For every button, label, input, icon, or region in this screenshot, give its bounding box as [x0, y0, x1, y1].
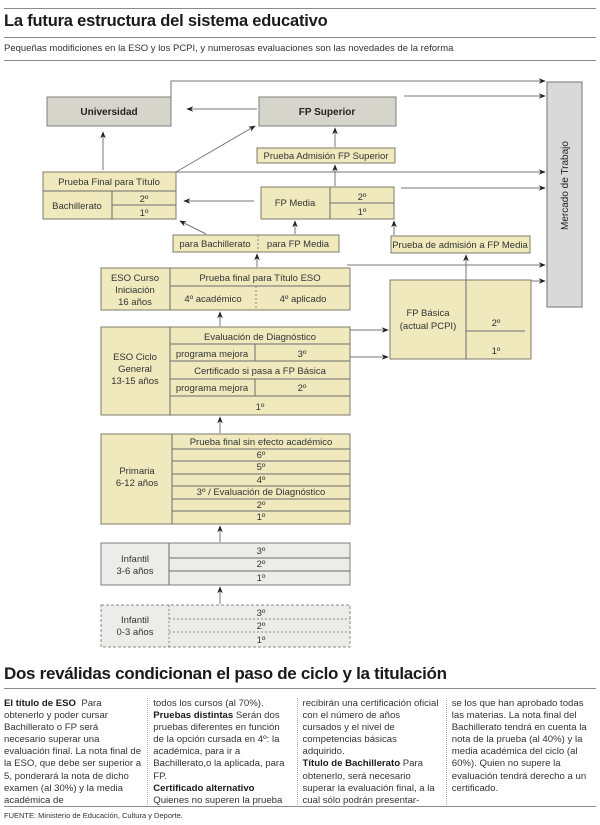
infantil-3-6-label-2: 3-6 años: [117, 566, 154, 577]
eso-programa-mejora-3: programa mejora: [176, 349, 249, 360]
primaria-level-5: 5º: [257, 462, 266, 473]
infantil-3-6-box: Infantil 3-6 años 3º 2º 1º: [100, 542, 351, 586]
eso-programa-mejora-2: programa mejora: [176, 383, 249, 394]
article-columns: El título de ESO Para obtenerlo y poder …: [4, 698, 596, 807]
primaria-level-3-evaluacion: 3º / Evaluación de Diagnóstico: [197, 487, 326, 498]
article-column-2: todos los cursos (al 70%). Pruebas disti…: [153, 698, 298, 807]
infantil-3-6-level-3: 3º: [257, 546, 266, 557]
para-fp-media-label: para FP Media: [267, 239, 330, 250]
connector-arrows: [100, 78, 546, 604]
headline-rule: [4, 688, 596, 689]
fp-superior-box: FP Superior: [258, 96, 397, 127]
lead-pruebas-distintas: Pruebas distintas: [153, 710, 234, 722]
universidad-label: Universidad: [80, 107, 137, 118]
mercado-trabajo-box: Mercado de Trabajo: [546, 81, 583, 308]
primaria-level-2: 2º: [257, 500, 266, 511]
fp-media-label: FP Media: [275, 198, 316, 209]
bachillerato-header: Prueba Final para Título: [58, 177, 160, 188]
eso-certificado-fp-basica: Certificado si pasa a FP Básica: [194, 366, 327, 377]
fp-media-level-2: 2º: [358, 192, 367, 203]
article-column-4: se los que han aprobado todas las materi…: [452, 698, 596, 807]
para-bachillerato-label: para Bachillerato: [179, 239, 250, 250]
infantil-3-6-label-1: Infantil: [121, 554, 149, 565]
infantil-0-3-level-1: 1º: [257, 635, 266, 646]
arrow-bachillerato-fpsuperior: [175, 125, 256, 173]
bachillerato-box: Prueba Final para Título Bachillerato 2º…: [42, 171, 177, 220]
primaria-label-2: 6-12 años: [116, 478, 159, 489]
col4-text: se los que han aprobado todas las materi…: [451, 698, 587, 794]
col2-text1: todos los cursos (al 70%).: [153, 698, 264, 709]
primaria-prueba-final: Prueba final sin efecto académico: [190, 437, 333, 448]
primaria-level-1: 1º: [257, 512, 266, 523]
page-title: La futura estructura del sistema educati…: [4, 12, 328, 30]
prueba-admision-fp-media-box: Prueba de admisión a FP Media: [390, 235, 531, 254]
infantil-0-3-level-3: 3º: [257, 608, 266, 619]
infantil-3-6-level-1: 1º: [257, 573, 266, 584]
lead-titulo-bachillerato: Título de Bachillerato: [302, 758, 401, 770]
universidad-box: Universidad: [46, 96, 172, 127]
eso-evaluacion-diagnostico: Evaluación de Diagnóstico: [204, 332, 316, 343]
fp-basica-label-1: FP Básica: [406, 308, 450, 319]
bachillerato-level-1: 1º: [140, 208, 149, 219]
lead-titulo-eso: El título de ESO: [4, 698, 76, 709]
eso-level-2: 2º: [298, 383, 307, 394]
eso-general-label-3: 13-15 años: [111, 376, 159, 387]
article-headline: Dos reválidas condicionan el paso de cic…: [4, 664, 447, 683]
infantil-0-3-label-2: 0-3 años: [117, 627, 154, 638]
eso-general-label-1: ESO Ciclo: [113, 352, 157, 363]
prueba-admision-fp-superior-box: Prueba Admisión FP Superior: [256, 147, 396, 164]
mercado-trabajo-label: Mercado de Trabajo: [560, 141, 571, 230]
col2-text3: Quienes no superen la prueba: [153, 794, 283, 806]
col1-text: Para obtenerlo y poder cursar Bachillera…: [4, 698, 142, 806]
education-structure-diagram: Mercado de Trabajo Universidad FP Superi…: [42, 78, 583, 648]
primaria-box: Primaria 6-12 años Prueba final sin efec…: [100, 433, 351, 525]
col3-text1: recibirán una certificación oficial con …: [302, 698, 439, 758]
fp-media-level-1: 1º: [358, 207, 367, 218]
eso-iniciacion-header: Prueba final para Título ESO: [199, 273, 320, 284]
eso-general-box: ESO Ciclo General 13-15 años Evaluación …: [100, 326, 351, 416]
fp-basica-box: FP Básica (actual PCPI) 2º 1º: [389, 279, 532, 360]
top-rule: [4, 8, 596, 9]
eso-iniciacion-label-1: ESO Curso: [111, 273, 159, 284]
infantil-0-3-box: Infantil 0-3 años 3º 2º 1º: [100, 604, 351, 648]
eso-option-academico: 4º académico: [184, 294, 241, 305]
eso-paths-box: para Bachillerato para FP Media: [172, 234, 340, 253]
arrow-universidad-mercado: [170, 78, 546, 97]
title-rule: [4, 37, 596, 38]
article-column-3: recibirán una certificación oficial con …: [303, 698, 447, 807]
fp-basica-level-2: 2º: [492, 318, 501, 329]
source-credit: FUENTE: Ministerio de Educación, Cultura…: [4, 811, 183, 820]
eso-option-aplicado: 4º aplicado: [280, 294, 327, 305]
infantil-3-6-level-2: 2º: [257, 559, 266, 570]
col3-text2: Para obtenerlo, será necesario superar l…: [302, 758, 435, 806]
article-column-1: El título de ESO Para obtenerlo y poder …: [4, 698, 149, 807]
fp-basica-label-2: (actual PCPI): [400, 321, 457, 332]
eso-iniciacion-label-2: Iniciación: [115, 285, 155, 296]
footer-rule: [4, 806, 596, 807]
infantil-0-3-label-1: Infantil: [121, 615, 149, 626]
subtitle-rule: [4, 60, 596, 61]
eso-level-3: 3º: [298, 349, 307, 360]
prueba-admision-fp-superior-label: Prueba Admisión FP Superior: [264, 151, 389, 162]
fp-superior-label: FP Superior: [299, 107, 356, 118]
primaria-label-1: Primaria: [119, 466, 155, 477]
subtitle: Pequeñas modificiones en la ESO y los PC…: [4, 43, 454, 54]
primaria-level-4: 4º: [257, 475, 266, 486]
lead-certificado-alternativo: Certificado alternativo: [153, 782, 255, 794]
bachillerato-level-2: 2º: [140, 194, 149, 205]
infantil-0-3-level-2: 2º: [257, 621, 266, 632]
eso-iniciacion-label-3: 16 años: [118, 297, 152, 308]
eso-level-1: 1º: [256, 402, 265, 413]
fp-media-box: FP Media 2º 1º: [260, 186, 395, 220]
prueba-admision-fp-media-label: Prueba de admisión a FP Media: [392, 240, 528, 251]
bachillerato-label: Bachillerato: [52, 201, 102, 212]
arrow-parabachillerato-bachillerato: [179, 220, 207, 235]
fp-basica-level-1: 1º: [492, 346, 501, 357]
eso-general-label-2: General: [118, 364, 152, 375]
col2-text2: Serán dos pruebas diferentes en función …: [153, 710, 285, 782]
primaria-level-6: 6º: [257, 450, 266, 461]
eso-iniciacion-box: ESO Curso Iniciación 16 años Prueba fina…: [100, 267, 351, 311]
